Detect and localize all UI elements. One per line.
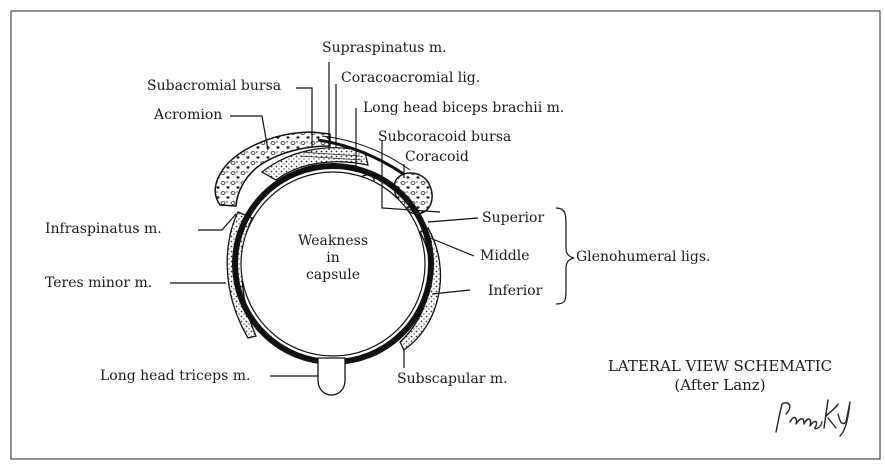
label-subacromial-bursa: Subacromial bursa (147, 79, 281, 93)
label-subcoracoid-bursa: Subcoracoid bursa (378, 130, 511, 144)
triceps-tendon-shape (318, 358, 345, 395)
label-long-head-biceps: Long head biceps brachii m. (363, 101, 564, 115)
label-long-head-triceps: Long head triceps m. (100, 369, 250, 383)
label-subscapular: Subscapular m. (397, 372, 508, 386)
label-coracoid: Coracoid (405, 150, 469, 164)
signature-pansky (770, 392, 865, 442)
weakness-line-2: in (290, 250, 376, 267)
label-acromion: Acromion (154, 108, 222, 122)
label-teres-minor: Teres minor m. (45, 276, 152, 290)
label-superior: Superior (482, 211, 544, 225)
weakness-in-capsule-text: Weakness in capsule (290, 233, 376, 284)
label-glenohumeral-ligs: Glenohumeral ligs. (576, 250, 711, 264)
caption-block: LATERAL VIEW SCHEMATIC (After Lanz) (585, 357, 855, 395)
label-inferior: Inferior (488, 284, 542, 298)
weakness-line-1: Weakness (290, 233, 376, 250)
label-middle: Middle (480, 249, 530, 263)
label-supraspinatus: Supraspinatus m. (322, 41, 447, 55)
label-coracoacromial-lig: Coracoacromial lig. (341, 71, 480, 85)
weakness-line-3: capsule (290, 267, 376, 284)
label-infraspinatus: Infraspinatus m. (45, 222, 162, 236)
caption-title: LATERAL VIEW SCHEMATIC (585, 357, 855, 376)
